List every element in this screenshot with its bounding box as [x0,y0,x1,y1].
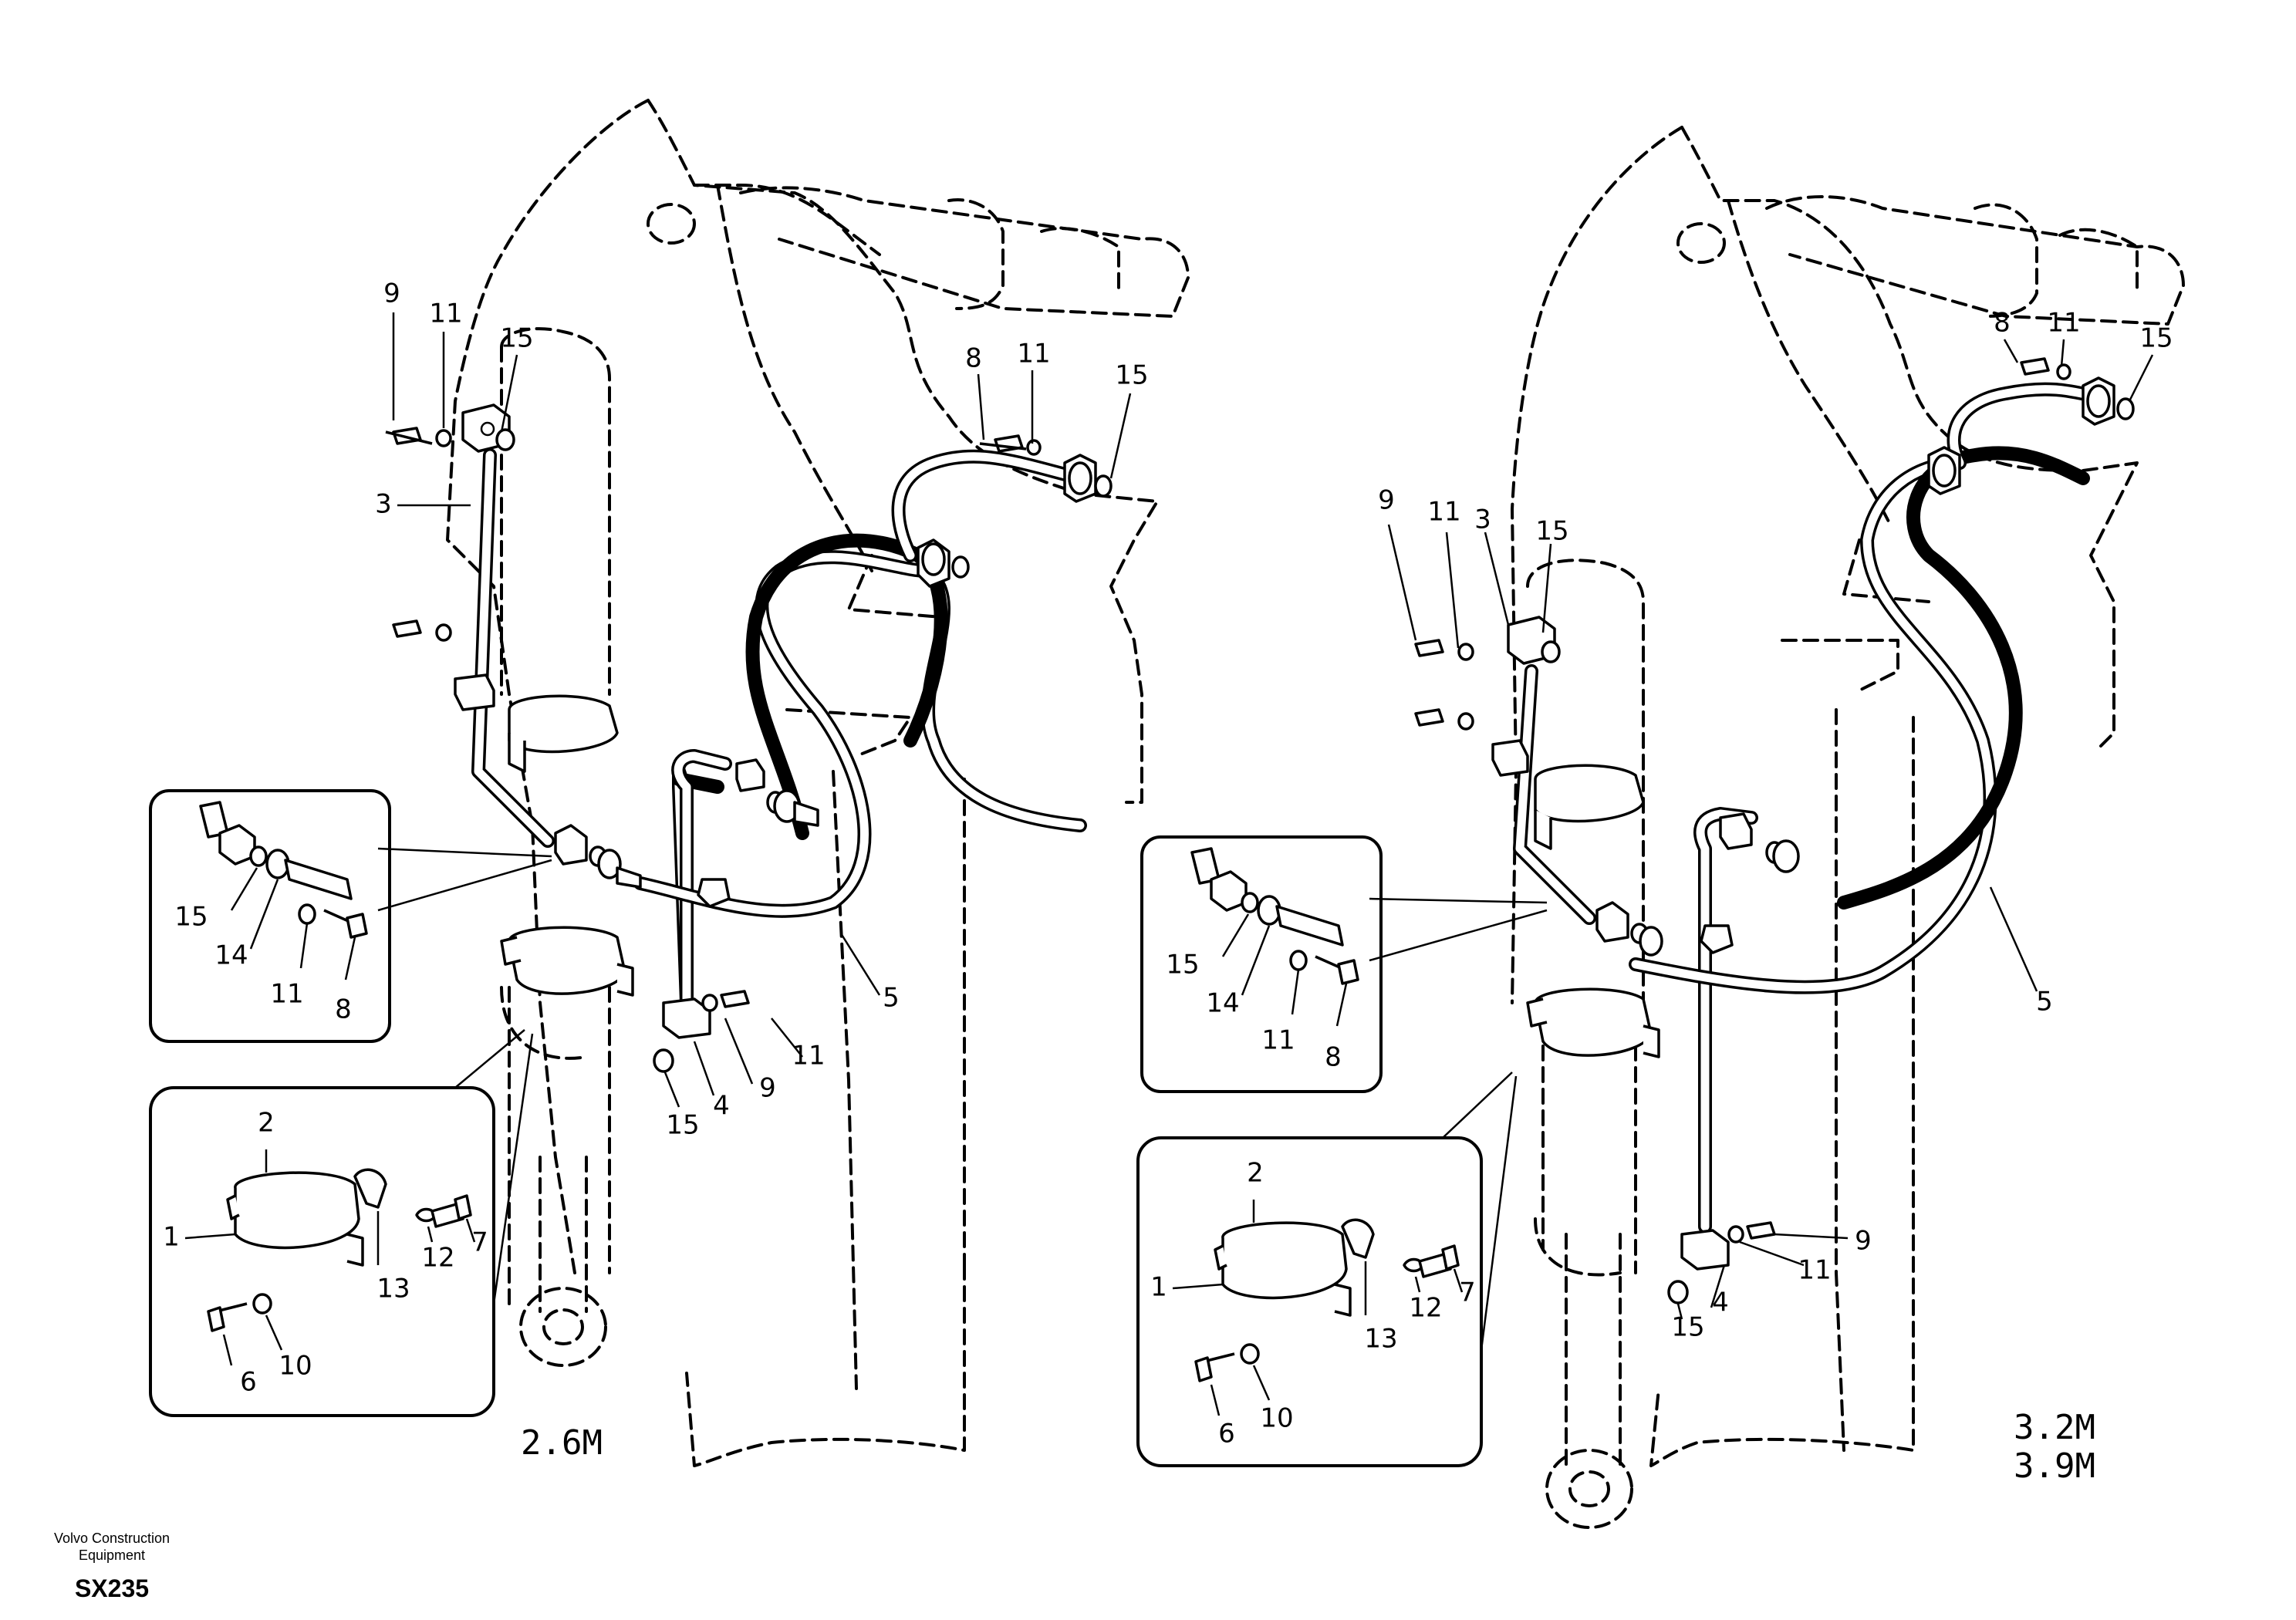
part-label: 15 [1115,360,1148,391]
part-label: 11 [2047,308,2080,339]
part-label: 10 [279,1351,312,1382]
part-label: 11 [1798,1255,1831,1286]
left-view: 9 11 15 3 8 11 15 15 14 11 8 5 11 9 15 4… [149,99,1190,1467]
part-label: 9 [1855,1226,1872,1257]
left-inset-fitting [149,789,552,1043]
part-label: 15 [500,323,533,354]
part-label: 8 [965,343,982,374]
part-label: 6 [1218,1419,1235,1450]
left-leaders [392,312,1132,1108]
part-label: 9 [383,278,400,309]
left-hose [633,449,1087,918]
left-bolts [385,430,1027,451]
part-label: 5 [2036,987,2053,1018]
part-label: 3 [1474,505,1491,535]
right-boom-outline [1511,126,2185,1467]
part-label: 13 [1364,1324,1397,1355]
part-label: 9 [1378,485,1395,516]
variant-label: 2.6M [521,1423,603,1463]
part-label: 6 [240,1367,257,1398]
left-part-labels: 9 11 15 3 8 11 15 15 14 11 8 5 11 9 15 4… [163,278,1148,1398]
variant-label-2: 3.9M [2014,1446,2095,1486]
part-label: 7 [471,1227,488,1258]
part-label: 11 [1017,339,1050,370]
part-label: 4 [713,1091,730,1122]
right-leaders [1387,339,2154,1320]
part-label: 11 [1427,497,1460,528]
part-label: 8 [1325,1042,1342,1073]
left-inset-clamp [149,1029,534,1417]
part-label: 10 [1260,1403,1293,1434]
right-pipes [1513,664,1758,1234]
part-label: 8 [335,994,352,1025]
part-label: 3 [375,489,392,520]
part-label: 1 [163,1222,180,1253]
part-label: 13 [376,1274,410,1304]
right-hose [1629,382,2105,994]
part-label: 12 [421,1243,454,1274]
right-clamps [1526,764,1660,1058]
right-cylinder-outline [1526,559,1645,1529]
part-label: 1 [1150,1272,1167,1303]
left-cylinder-outline [500,327,611,1367]
part-label: 8 [1994,308,2011,339]
brand-line-2: Equipment [79,1547,145,1563]
part-label: 7 [1459,1277,1476,1308]
part-label: 15 [174,902,208,933]
left-boom-outline [446,99,1190,1467]
footer-brand: Volvo Construction Equipment SX235 [54,1531,170,1602]
part-label: 15 [666,1110,699,1141]
part-label: 14 [1206,988,1239,1019]
left-clamps [500,694,634,997]
part-label: 4 [1712,1288,1729,1318]
right-inset-clamp [1136,1072,1518,1467]
part-label: 11 [1261,1025,1295,1056]
part-label: 11 [792,1041,825,1072]
left-fittings [392,403,1113,1073]
part-label: 11 [270,979,303,1010]
right-inset-fitting [1140,835,1548,1093]
model-label: SX235 [75,1574,149,1602]
part-label: 15 [2139,323,2173,354]
right-fittings [1414,357,2135,1304]
right-view: 8 11 15 9 11 3 15 15 14 11 8 5 9 11 15 4… [1136,126,2185,1529]
right-part-labels: 8 11 15 9 11 3 15 15 14 11 8 5 9 11 15 4… [1150,308,2173,1450]
part-label: 5 [883,983,900,1014]
variant-label-1: 3.2M [2014,1408,2095,1447]
part-label: 12 [1409,1293,1442,1324]
part-label: 2 [1247,1158,1264,1189]
part-label: 15 [1671,1312,1704,1343]
brand-line-1: Volvo Construction [54,1531,170,1546]
part-label: 14 [214,940,248,971]
part-label: 15 [1535,516,1568,547]
part-label: 9 [759,1073,776,1104]
part-label: 15 [1166,950,1199,980]
part-label: 11 [429,299,462,329]
part-label: 2 [258,1108,275,1139]
